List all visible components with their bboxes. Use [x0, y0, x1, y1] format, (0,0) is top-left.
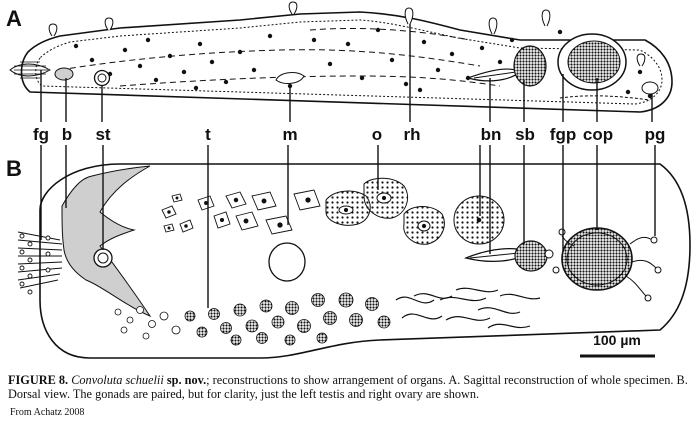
scale-bar: 100 µm: [580, 332, 655, 356]
label-t: t: [205, 125, 211, 144]
panel-a-letter: A: [6, 6, 22, 31]
panel-b-letter: B: [6, 156, 22, 181]
scale-bar-label: 100 µm: [593, 332, 641, 348]
organ-diagram: A: [0, 0, 700, 360]
source-credit: From Achatz 2008: [10, 407, 84, 418]
label-rh: rh: [404, 125, 421, 144]
label-bn: bn: [481, 125, 502, 144]
label-fg: fg: [33, 125, 49, 144]
caption-figure-label: FIGURE 8.: [8, 373, 68, 387]
label-st: st: [95, 125, 110, 144]
label-m: m: [282, 125, 297, 144]
mouth: [269, 243, 305, 281]
label-b: b: [62, 125, 72, 144]
label-pg: pg: [645, 125, 666, 144]
figure-caption: FIGURE 8. Convoluta schuelii sp. nov.; r…: [8, 373, 696, 401]
label-sb: sb: [515, 125, 535, 144]
caption-nov: sp. nov.: [167, 373, 206, 387]
label-cop: cop: [583, 125, 613, 144]
caption-species: Convoluta schuelii: [71, 373, 164, 387]
label-o: o: [372, 125, 382, 144]
statocyst: [94, 249, 112, 267]
label-fgp: fgp: [550, 125, 576, 144]
organ-labels: fg b st t m o rh bn sb fgp cop pg: [33, 125, 665, 144]
